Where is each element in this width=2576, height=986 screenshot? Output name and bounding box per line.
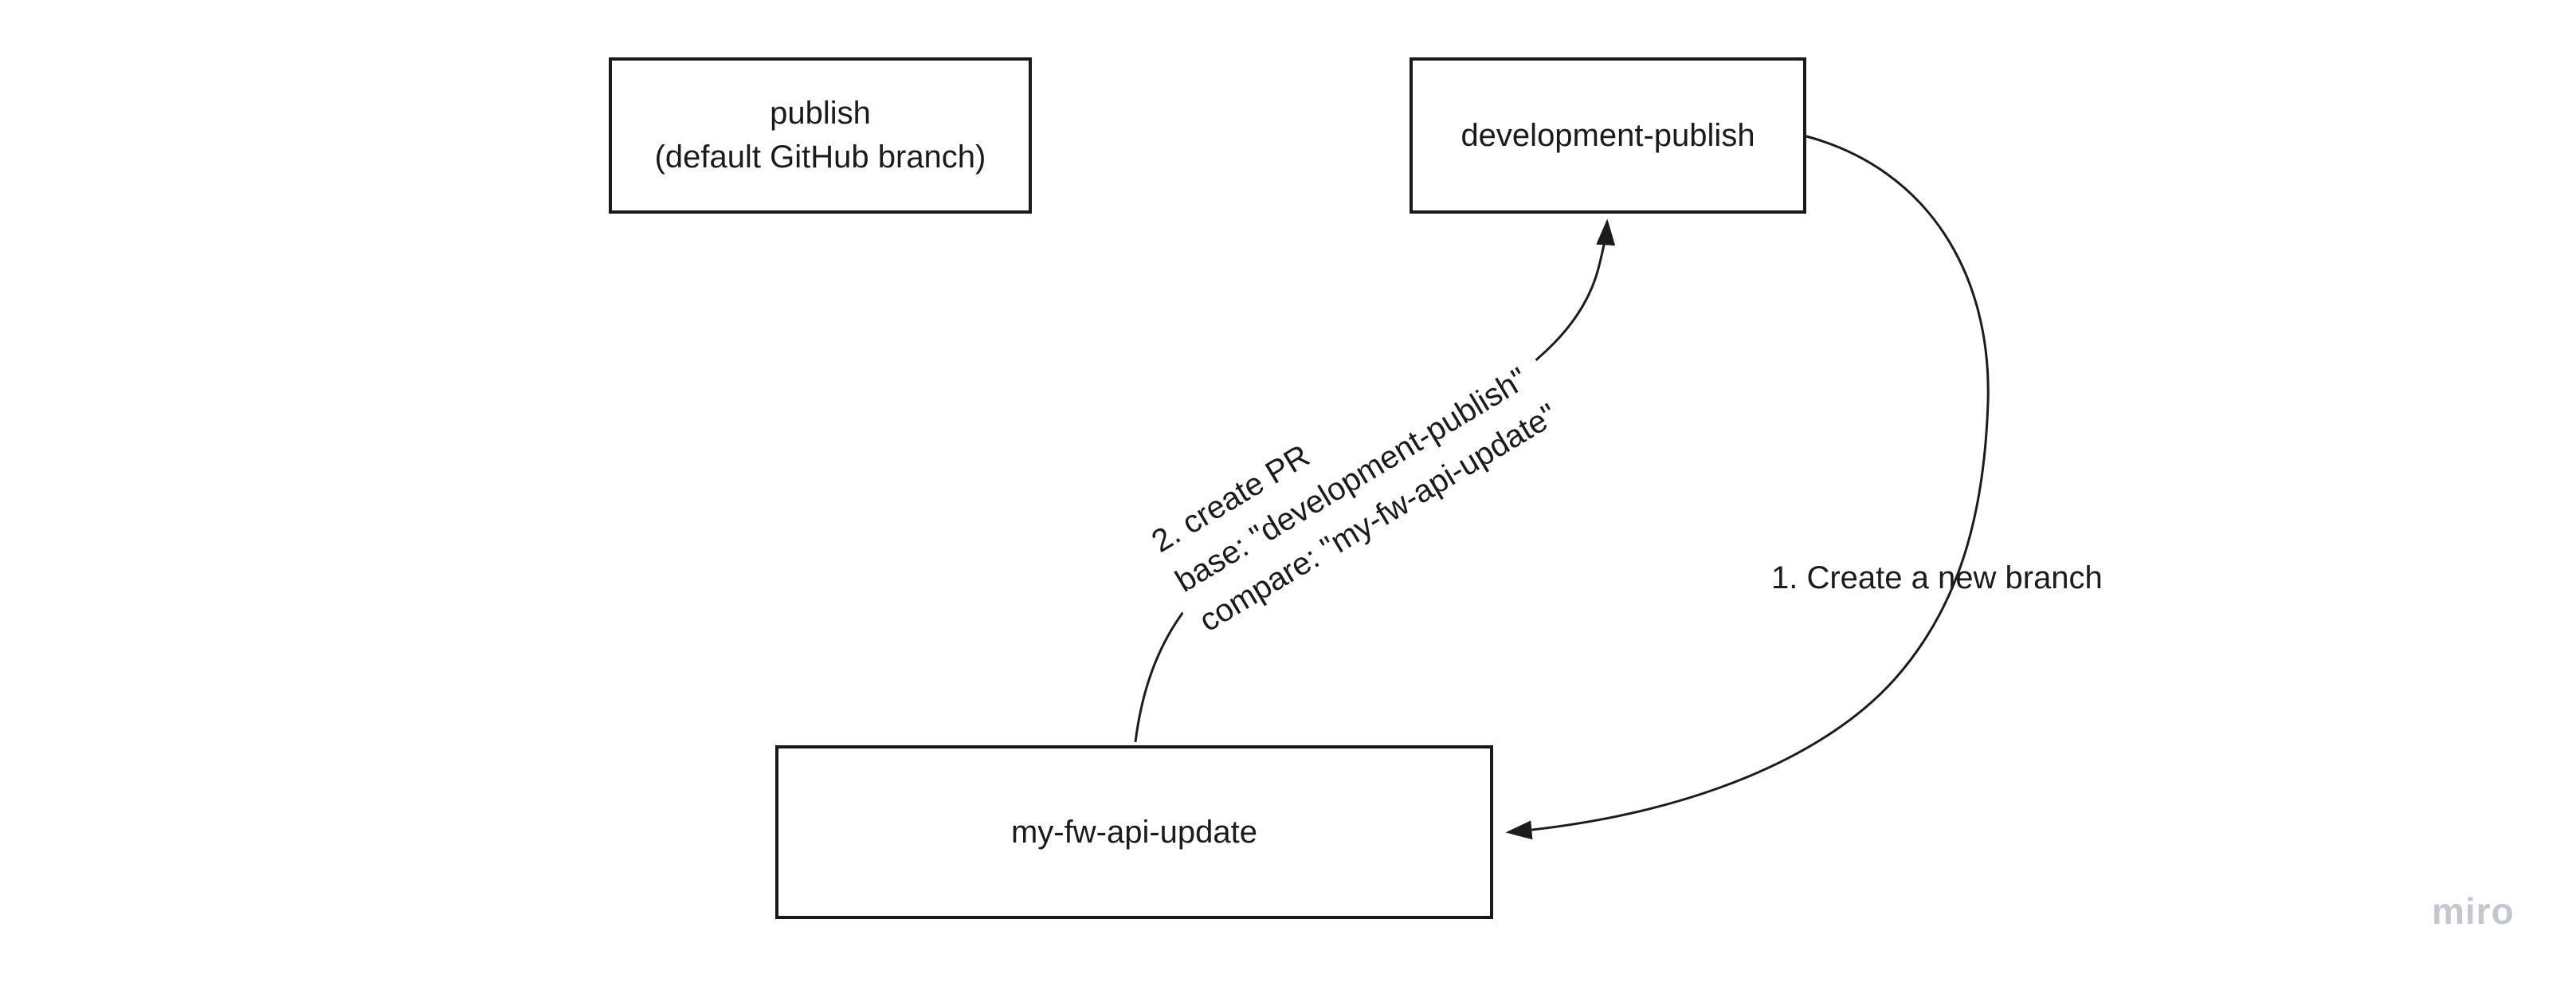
node-my-fw-api-update[interactable]: my-fw-api-update — [775, 745, 1493, 919]
node-publish-label-line1: publish — [770, 96, 871, 131]
node-development-publish[interactable]: development-publish — [1410, 57, 1806, 214]
node-my-fw-api-update-label: my-fw-api-update — [1010, 814, 1257, 850]
connector-create-branch[interactable] — [1505, 135, 1990, 840]
node-development-publish-label: development-publish — [1461, 117, 1755, 153]
miro-watermark-logo: miro — [2432, 890, 2515, 932]
node-publish[interactable]: publish (default GitHub branch) — [609, 57, 1032, 214]
create-branch-label[interactable]: 1. Create a new branch — [1771, 560, 2103, 595]
node-publish-label-line2: (default GitHub branch) — [654, 139, 986, 175]
